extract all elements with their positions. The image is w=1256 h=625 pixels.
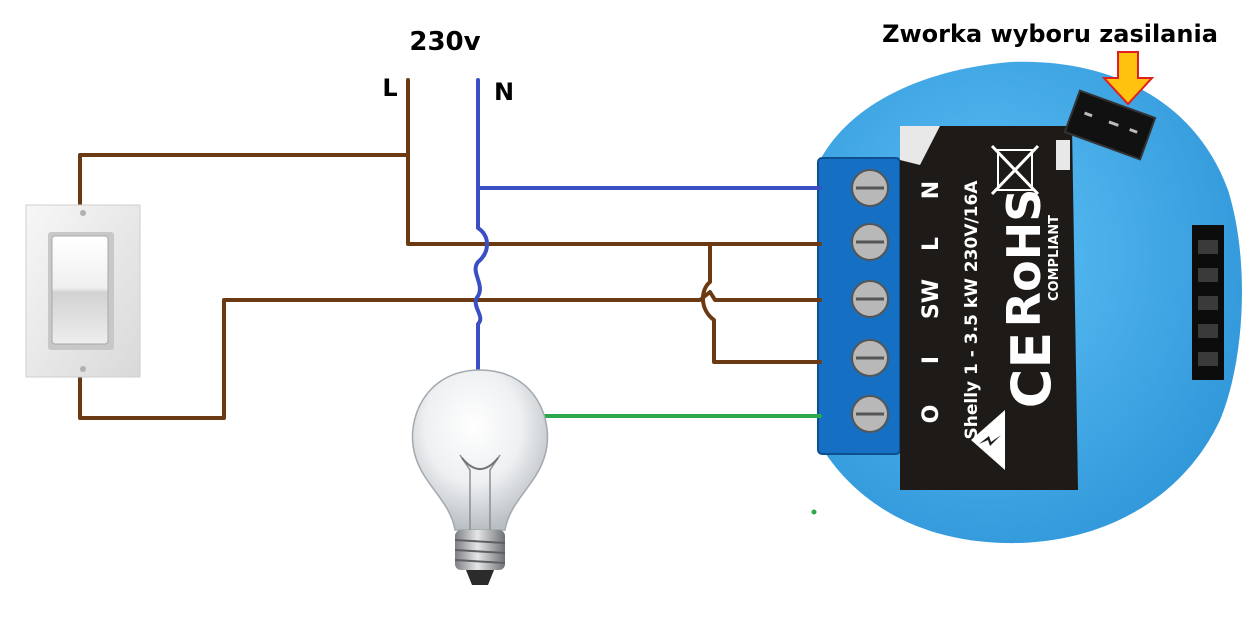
terminal-label-i: I [919,356,944,364]
device-model-text: Shelly 1 - 3.5 kW 230V/16A [962,180,982,440]
terminal-labels: N L SW I O [919,181,944,424]
terminal-label-sw: SW [919,279,944,319]
voltage-label: 230v [409,27,480,57]
terminal-label-n: N [919,181,944,199]
terminal-screw-i [851,339,889,377]
side-connector [1192,225,1224,380]
power-selection-jumper [1063,89,1157,161]
terminal-label-o: O [919,405,944,424]
down-arrow-icon [1101,51,1155,106]
terminal-screw-o [851,395,889,433]
wire-line-to-input [701,242,822,364]
ce-mark: CE [1000,332,1063,409]
relay-module: N L SW I O Shelly 1 - 3.5 kW 230V/16A Ro… [817,61,1242,544]
terminal-screw-n [851,169,889,207]
wall-switch-icon [25,204,141,378]
compliant-text: COMPLIANT [1047,215,1062,301]
light-bulb-icon [411,369,549,585]
terminal-screw-sw [851,280,889,318]
line-label: L [382,74,397,102]
terminal-screws [851,169,889,433]
warning-triangle-icon [971,410,1005,470]
wire-line-supply [406,78,822,246]
terminal-screw-l [851,223,889,261]
jumper-callout-label: Zworka wyboru zasilania [882,20,1218,48]
wire-switch-return [78,290,822,420]
rohs-text: RoHS [997,189,1051,328]
terminal-label-l: L [919,237,944,251]
wire-switch-feed [78,153,410,214]
weee-bin-icon [990,144,1040,196]
wire-neutral [473,78,489,372]
wires [78,78,822,515]
neutral-label: N [494,78,514,106]
device-label [900,126,1078,490]
